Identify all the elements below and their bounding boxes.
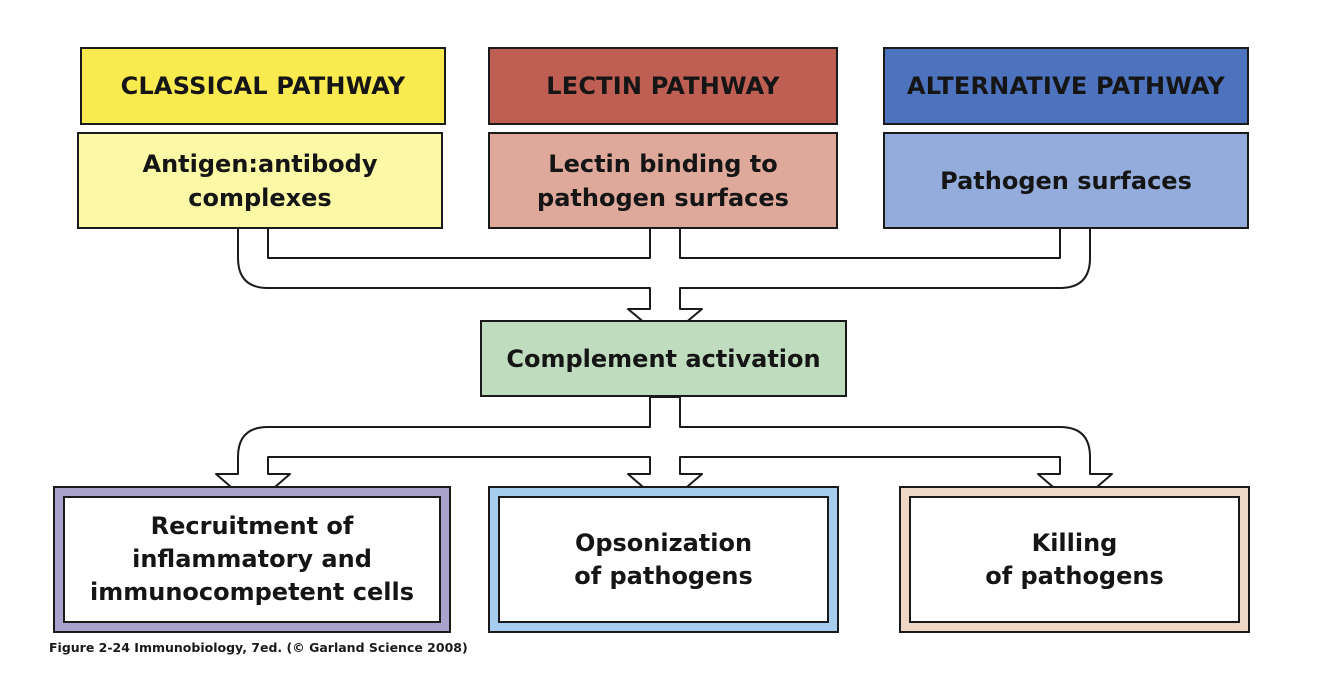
classical-pathway-trigger: Antigen:antibody complexes — [77, 132, 443, 229]
outcome-recruitment: Recruitment of inflammatory and immunoco… — [53, 486, 451, 633]
figure-caption: Figure 2-24 Immunobiology, 7ed. (© Garla… — [49, 640, 468, 655]
complement-activation-box: Complement activation — [480, 320, 847, 397]
outcome-opsonization: Opsonization of pathogens — [488, 486, 839, 633]
alternative-pathway-header: ALTERNATIVE PATHWAY — [883, 47, 1249, 125]
lectin-pathway-trigger: Lectin binding to pathogen surfaces — [488, 132, 838, 229]
outcome-killing: Killing of pathogens — [899, 486, 1250, 633]
outcome-opsonization-label: Opsonization of pathogens — [498, 496, 829, 623]
convergence-arrow — [237, 227, 1091, 341]
outcome-recruitment-label: Recruitment of inflammatory and immunoco… — [63, 496, 441, 623]
classical-pathway-header: CLASSICAL PATHWAY — [80, 47, 446, 125]
outcome-killing-label: Killing of pathogens — [909, 496, 1240, 623]
alternative-pathway-trigger: Pathogen surfaces — [883, 132, 1249, 229]
lectin-pathway-header: LECTIN PATHWAY — [488, 47, 838, 125]
